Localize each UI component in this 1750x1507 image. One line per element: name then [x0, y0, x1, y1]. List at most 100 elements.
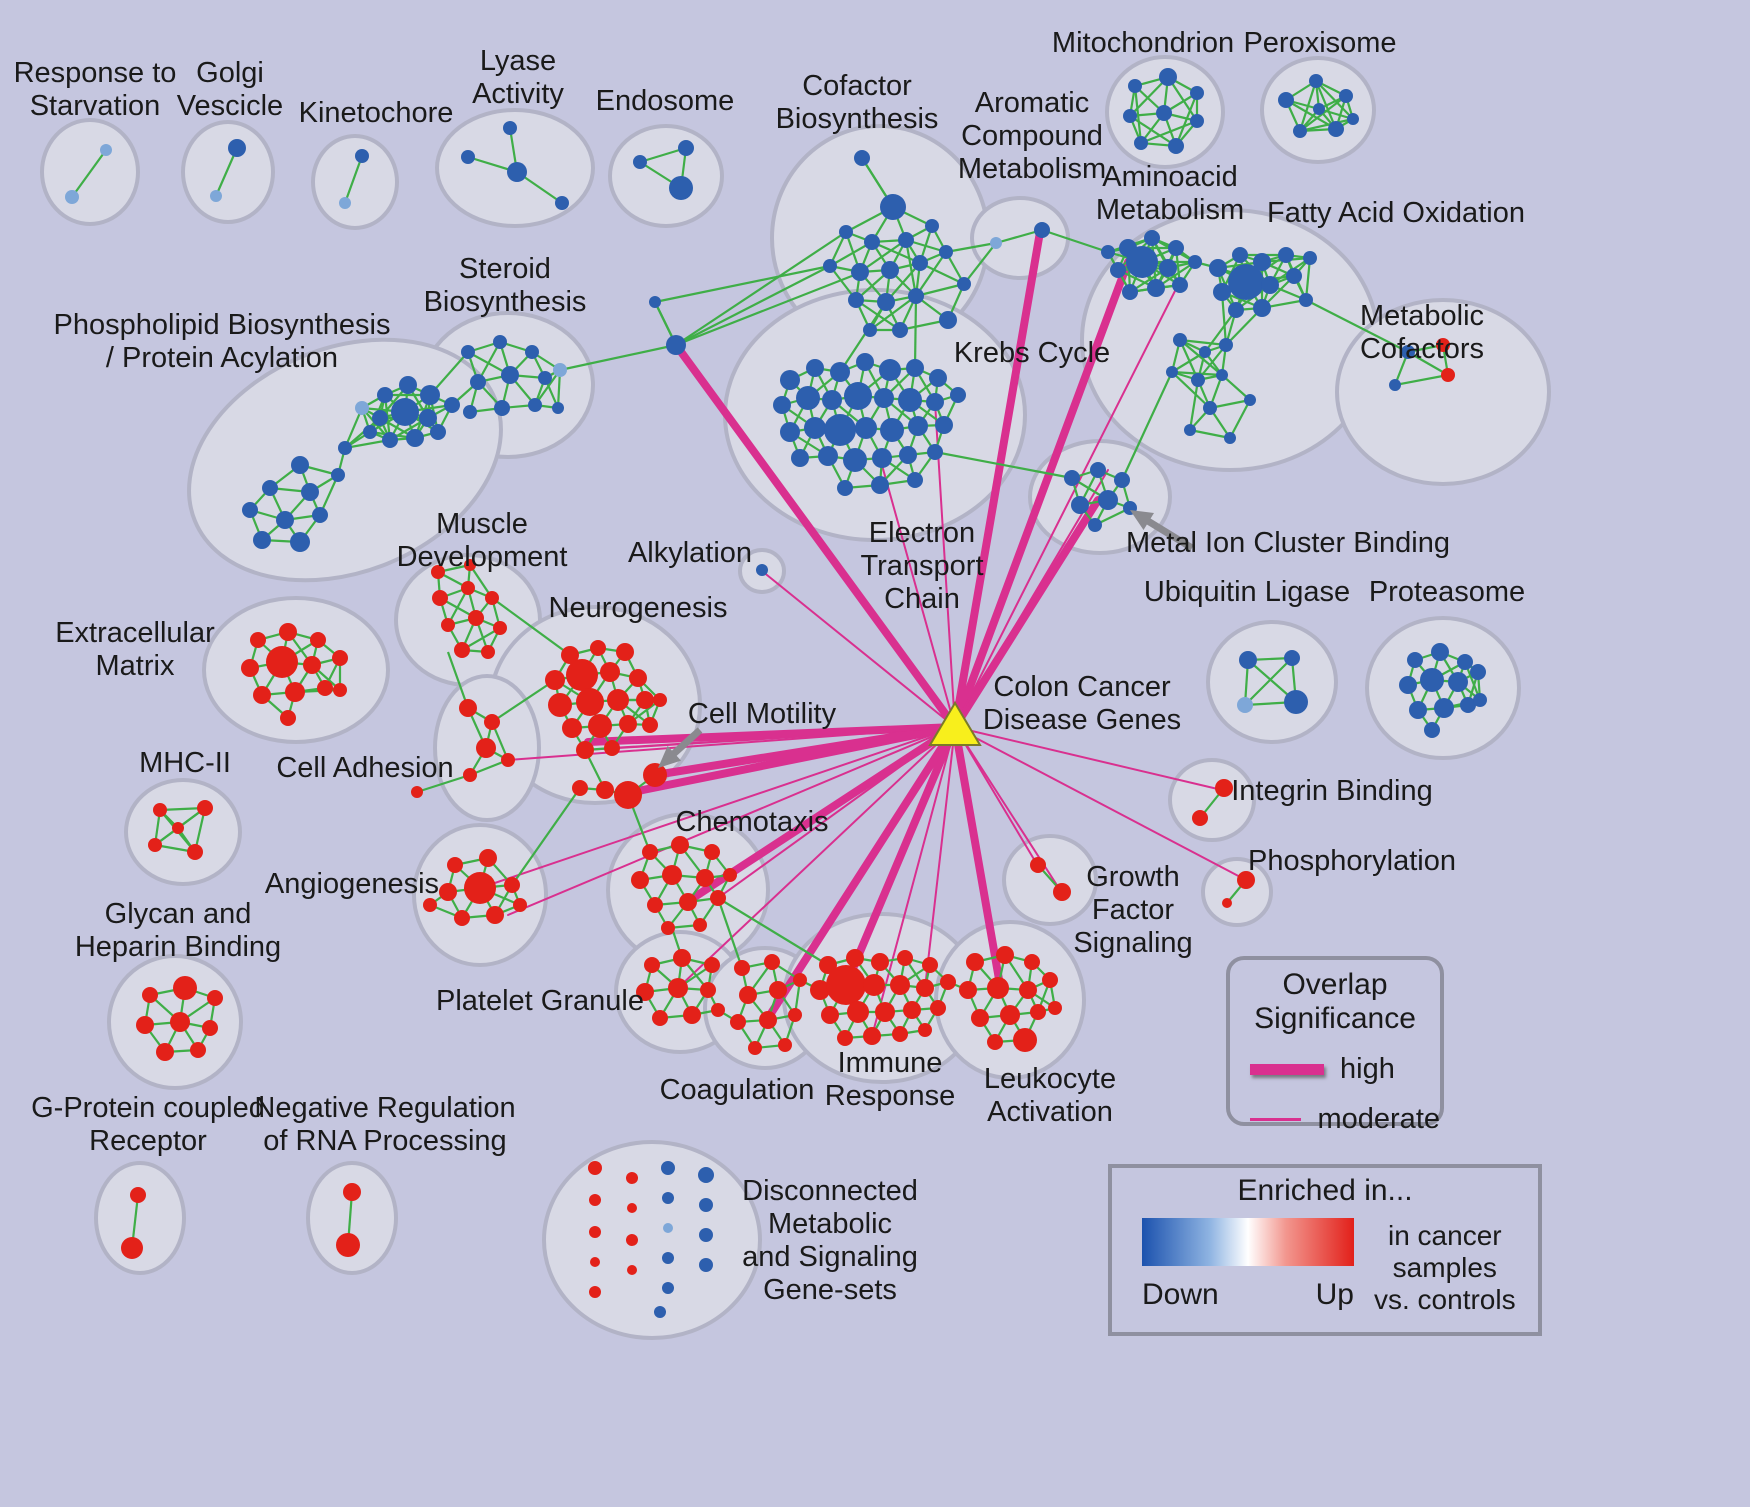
phospholipid-protein-acylation-node[interactable]	[444, 397, 460, 413]
leukocyte-activation-node[interactable]	[1048, 1001, 1062, 1015]
cofactor-biosynthesis-node[interactable]	[925, 219, 939, 233]
extracellular-matrix-node[interactable]	[332, 650, 348, 666]
peroxisome-node[interactable]	[1313, 103, 1325, 115]
aminoacid-metabolism-node[interactable]	[1144, 230, 1160, 246]
neurogenesis-node[interactable]	[636, 691, 654, 709]
proteasome-node[interactable]	[1434, 698, 1454, 718]
electron-transport-chain-node[interactable]	[837, 480, 853, 496]
endosome-node[interactable]	[678, 140, 694, 156]
chemotaxis-node[interactable]	[704, 844, 720, 860]
leukocyte-activation-node[interactable]	[971, 1009, 989, 1027]
immune-response-node[interactable]	[903, 1001, 921, 1019]
ubiquitin-ligase-node[interactable]	[1237, 697, 1253, 713]
extracellular-matrix-node[interactable]	[241, 659, 259, 677]
disconnected-gene-sets-node[interactable]	[589, 1226, 601, 1238]
steroid-biosynthesis-node[interactable]	[461, 345, 475, 359]
integrin-binding-node[interactable]	[1215, 779, 1233, 797]
overlap-edge-high[interactable]	[951, 496, 1102, 731]
muscle-development-node[interactable]	[468, 610, 484, 626]
immune-response-node[interactable]	[922, 957, 938, 973]
aminoacid-metabolism-node[interactable]	[1122, 284, 1138, 300]
disconnected-gene-sets-node[interactable]	[662, 1252, 674, 1264]
proteasome-node[interactable]	[1457, 654, 1473, 670]
platelet-granule-node[interactable]	[668, 978, 688, 998]
kinetochore-node[interactable]	[339, 197, 351, 209]
leukocyte-activation-node[interactable]	[1013, 1028, 1037, 1052]
proteasome-node[interactable]	[1470, 664, 1486, 680]
proteasome-node[interactable]	[1407, 652, 1423, 668]
mitochondrion-node[interactable]	[1128, 79, 1142, 93]
cofactor-biosynthesis-node[interactable]	[898, 232, 914, 248]
phospholipid-protein-acylation-node[interactable]	[301, 483, 319, 501]
muscle-development-node[interactable]	[441, 618, 455, 632]
immune-response-node[interactable]	[819, 956, 837, 974]
electron-transport-chain-node[interactable]	[844, 382, 872, 410]
mitochondrion-node[interactable]	[1156, 105, 1172, 121]
electron-transport-chain-node[interactable]	[780, 422, 800, 442]
steroid-biosynthesis-node[interactable]	[552, 402, 564, 414]
mhc-ii-node[interactable]	[148, 838, 162, 852]
metabolic-cofactors-node[interactable]	[1401, 345, 1415, 359]
neurogenesis-node[interactable]	[576, 688, 604, 716]
aminoacid-metabolism-node[interactable]	[1159, 259, 1177, 277]
disconnected-gene-sets-node[interactable]	[699, 1198, 713, 1212]
overlap-edge-high[interactable]	[842, 723, 959, 989]
phospholipid-protein-acylation-node[interactable]	[291, 456, 309, 474]
overlap-edge-moderate[interactable]	[954, 726, 1223, 791]
overlap-edge-moderate[interactable]	[924, 726, 956, 989]
fatty-acid-oxidation-node[interactable]	[1253, 299, 1271, 317]
endosome-node[interactable]	[633, 155, 647, 169]
overlap-edge-high[interactable]	[764, 723, 959, 1022]
extracellular-matrix-node[interactable]	[280, 710, 296, 726]
glycan-heparin-binding-node[interactable]	[170, 1012, 190, 1032]
electron-transport-chain-node[interactable]	[935, 416, 953, 434]
electron-transport-chain-node[interactable]	[856, 353, 874, 371]
metabolic-cofactors-node[interactable]	[1389, 379, 1401, 391]
fatty-acid-oxidation-node[interactable]	[1209, 259, 1227, 277]
leukocyte-activation-node[interactable]	[1042, 972, 1058, 988]
mhc-ii-node[interactable]	[187, 844, 203, 860]
cell-adhesion-node[interactable]	[411, 786, 423, 798]
electron-transport-chain-node[interactable]	[824, 414, 856, 446]
chemotaxis-node[interactable]	[696, 869, 714, 887]
platelet-granule-node[interactable]	[673, 949, 691, 967]
electron-transport-chain-node[interactable]	[822, 390, 842, 410]
overlap-edge-high[interactable]	[951, 258, 1132, 731]
phospholipid-protein-acylation-node[interactable]	[399, 376, 417, 394]
overlap-edge-moderate[interactable]	[879, 457, 956, 728]
lyase-activity-node[interactable]	[507, 162, 527, 182]
overlap-edge-high[interactable]	[672, 341, 959, 731]
metal-ion-cluster-binding-node[interactable]	[1098, 490, 1118, 510]
overlap-edge-moderate[interactable]	[954, 726, 1247, 881]
extracellular-matrix-node[interactable]	[303, 656, 321, 674]
lyase-activity-node[interactable]	[555, 196, 569, 210]
metabolic-cofactors-node[interactable]	[1441, 368, 1455, 382]
phosphorylation-node[interactable]	[1222, 898, 1232, 908]
disconnected-gene-sets-node[interactable]	[589, 1286, 601, 1298]
electron-transport-chain-node[interactable]	[806, 359, 824, 377]
disconnected-gene-sets-node[interactable]	[626, 1234, 638, 1246]
golgi-vescicle-node[interactable]	[210, 190, 222, 202]
cofactor-biosynthesis-node[interactable]	[881, 261, 899, 279]
proteasome-node[interactable]	[1460, 697, 1476, 713]
leukocyte-activation-node[interactable]	[1019, 981, 1037, 999]
steroid-biosynthesis-node[interactable]	[501, 366, 519, 384]
steroid-biosynthesis-node[interactable]	[470, 374, 486, 390]
negative-regulation-rna-node[interactable]	[343, 1183, 361, 1201]
electron-transport-chain-node[interactable]	[791, 449, 809, 467]
peroxisome-node[interactable]	[1309, 74, 1323, 88]
peroxisome-node[interactable]	[1347, 113, 1359, 125]
angiogenesis-node[interactable]	[513, 898, 527, 912]
coagulation-node[interactable]	[769, 981, 787, 999]
fatty-acid-oxidation-node[interactable]	[1232, 247, 1248, 263]
response-to-starvation-node[interactable]	[100, 144, 112, 156]
glycan-heparin-binding-node[interactable]	[142, 987, 158, 1003]
cofactor-biosynthesis-node[interactable]	[839, 225, 853, 239]
steroid-biosynthesis-node[interactable]	[528, 398, 542, 412]
alkylation-node[interactable]	[756, 564, 768, 576]
neurogenesis-node[interactable]	[619, 715, 637, 733]
angiogenesis-node[interactable]	[486, 906, 504, 924]
extracellular-matrix-node[interactable]	[253, 686, 271, 704]
neurogenesis-node[interactable]	[562, 718, 582, 738]
phospholipid-protein-acylation-node[interactable]	[262, 480, 278, 496]
